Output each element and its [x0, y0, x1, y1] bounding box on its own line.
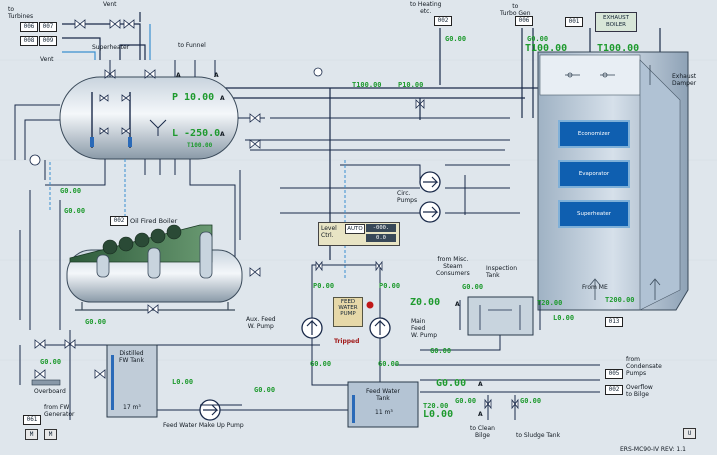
superheater-label: Superheater: [92, 44, 130, 51]
feed-water-tank-label: Feed Water Tank: [366, 388, 400, 402]
u-button[interactable]: U: [683, 428, 696, 439]
left-line-flow-value: G0.00: [85, 318, 107, 326]
tag-002-boiler-button[interactable]: 002: [110, 216, 128, 226]
oil-fired-flow-value: G0.00: [64, 207, 86, 215]
tag-006-gen-button[interactable]: 006: [515, 16, 533, 26]
main-feed-pump-label: Main Feed W. Pump: [411, 318, 438, 339]
oil-fired-boiler-label: Oil Fired Boiler: [130, 217, 178, 225]
drum-overflow-flow-value: G0.00: [60, 187, 82, 195]
fw-tank-alarm: A: [478, 411, 483, 418]
tag-013-button[interactable]: 013: [605, 317, 623, 327]
fw-tank-level-value: L0.00: [423, 409, 454, 420]
inspection-level-value: L0.00: [553, 314, 575, 322]
inspection-temp-value: T20.00: [537, 299, 563, 307]
sludge-flow-value: G0.00: [520, 397, 542, 405]
level-setpoint-b: 0.0: [366, 234, 396, 242]
tag-006-button[interactable]: 006: [20, 22, 38, 32]
inspection-z-value: Z0.00: [410, 297, 441, 308]
feed-water-pump-button[interactable]: FEED WATER PUMP: [333, 297, 363, 327]
economizer-section[interactable]: Economizer: [558, 120, 630, 148]
a-indicator: A: [176, 72, 181, 79]
motor-m-button[interactable]: M: [25, 429, 38, 440]
to-turbines-label: to Turbines: [8, 6, 34, 20]
vent-left-label: Vent: [40, 56, 54, 63]
to-funnel-label: to Funnel: [178, 42, 206, 49]
makeup-flow-value: G0.00: [254, 386, 276, 394]
tag-005-button[interactable]: 005: [605, 369, 623, 379]
to-clean-bilge-label: to Clean Bilge: [470, 425, 495, 439]
main-pump-pressure-value: P0.00: [379, 282, 401, 290]
left-line-flow-value: G0.00: [40, 358, 62, 366]
main-pump-flow-value: G0.00: [378, 360, 400, 368]
drum-level-alarm: A: [220, 131, 225, 138]
exhaust-temp-value: T100.00: [597, 43, 640, 54]
level-setpoint-a: -000.: [366, 224, 396, 232]
tag-001-button[interactable]: 001: [565, 17, 583, 27]
from-condensate-label: from Condensate Pumps: [626, 356, 662, 377]
distilled-tank-volume: 17 m³: [123, 404, 141, 411]
fw-tank-temp-value: T20.00: [423, 402, 449, 410]
tag-009-button[interactable]: 009: [39, 36, 57, 46]
tag-008-button[interactable]: 008: [20, 36, 38, 46]
misc-steam-label: from Misc. Steam Consumers: [436, 256, 470, 277]
distilled-tank-label: Distilled FW Tank: [119, 350, 144, 364]
fw-tank-alarm: A: [478, 381, 483, 388]
aux-pump-flow-value: G0.00: [310, 360, 332, 368]
to-turbo-gen-label: to Turbo Gen: [500, 3, 531, 17]
tag-002-overflow-button[interactable]: 002: [605, 385, 623, 395]
to-sludge-tank-label: to Sludge Tank: [516, 432, 561, 439]
drum-pressure-value: P 10.00: [172, 92, 215, 103]
to-heating-label: to Heating etc.: [410, 1, 442, 15]
from-me-label: From ME: [582, 284, 608, 291]
turbo-gen-flow-value: G0.00: [527, 35, 549, 43]
tripped-status: Tripped: [334, 338, 360, 345]
misc-flow-value: G0.00: [462, 283, 484, 291]
evaporator-section[interactable]: Evaporator: [558, 160, 630, 188]
clean-bilge-flow-value: G0.00: [455, 397, 477, 405]
fw-tank-flow-value: G0.00: [436, 378, 467, 389]
make-up-pump-label: Feed Water Make Up Pump: [163, 422, 244, 429]
drum-pressure-alarm: A: [220, 95, 225, 102]
from-fw-generator-label: from FW Generator: [44, 404, 75, 418]
aux-feed-pump-label: Aux. Feed W. Pump: [246, 316, 276, 330]
tag-061-button[interactable]: 061: [23, 415, 41, 425]
drum-temp-value: T100.00: [187, 142, 213, 149]
motor-m-button[interactable]: M: [44, 429, 57, 440]
inspection-alarm: A: [455, 301, 460, 308]
level-auto-button[interactable]: AUTO: [345, 224, 365, 234]
exhaust-boiler-button[interactable]: EXHAUST BOILER: [595, 12, 637, 32]
vent-top-label: Vent: [103, 1, 117, 8]
document-id: ERS-MC90-IV REV: 1.1: [620, 446, 686, 453]
a-indicator: A: [214, 72, 219, 79]
circ-pumps-label: Circ. Pumps: [397, 190, 418, 204]
steam-temp-value: T100.00: [352, 81, 382, 89]
inspection-tank-label: Inspection Tank: [486, 265, 517, 279]
steam-pressure-value: P10.00: [398, 81, 424, 89]
level-ctrl-label: Level Ctrl.: [321, 225, 337, 239]
heating-flow-value: G0.00: [445, 35, 467, 43]
turbo-gen-temp-value: T100.00: [525, 43, 568, 54]
superheater-section[interactable]: Superheater: [558, 200, 630, 228]
drum-level-value: L -250.0: [172, 128, 221, 139]
distilled-level-value: L0.00: [172, 378, 194, 386]
overflow-to-bilge-label: Overflow to Bilge: [626, 384, 653, 398]
tag-007-button[interactable]: 007: [39, 22, 57, 32]
feed-water-tank-volume: 11 m³: [375, 409, 393, 416]
exhaust-damper-label: Exhaust Damper: [672, 73, 697, 87]
tag-002-heating-button[interactable]: 002: [434, 16, 452, 26]
aux-pump-pressure-value: P0.00: [313, 282, 335, 290]
overboard-label: Overboard: [34, 388, 66, 395]
exhaust-inlet-temp-value: T200.00: [605, 296, 635, 304]
inspection-outlet-flow-value: G0.00: [430, 347, 452, 355]
